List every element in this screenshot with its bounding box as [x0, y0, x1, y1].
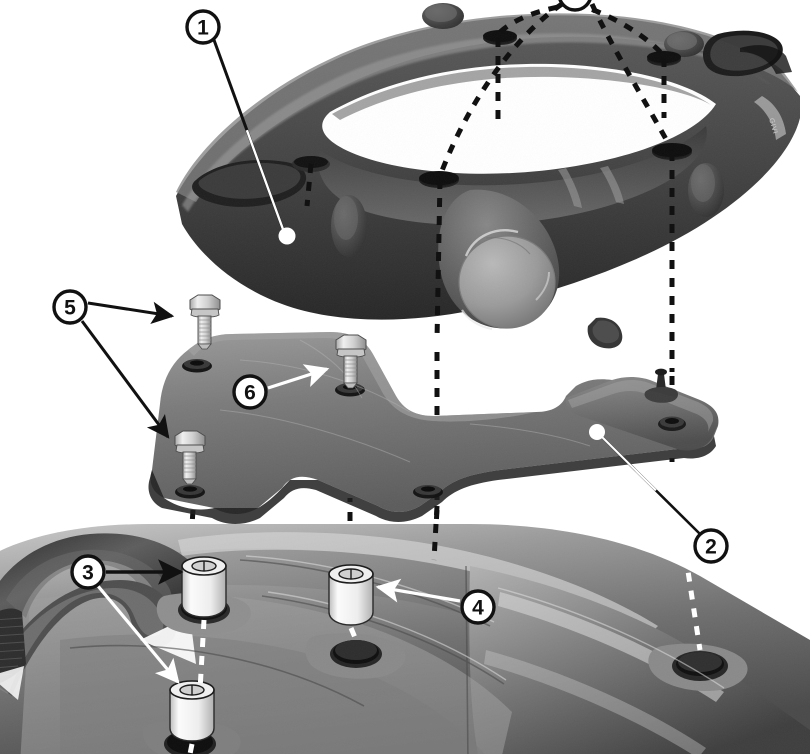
callout-balloon-cropped-top [558, 0, 592, 12]
hex-flange-bolt-lower-left [174, 430, 206, 485]
leader-callout-2 [589, 424, 701, 535]
part-top-case-rack-plate: GIVI [176, 3, 800, 349]
rack-underside-lug [587, 317, 623, 349]
spacer-bush-centre [328, 564, 374, 626]
leader-callout-1 [212, 39, 296, 245]
assembly-alignment-lines-spacers [187, 465, 703, 754]
part-spacer-bushes [169, 556, 374, 742]
part-hex-flange-bolts [174, 294, 367, 485]
leader-callout-5 [80, 301, 175, 439]
callout-balloon-1[interactable]: 1 [185, 9, 221, 45]
leader-callout-3 [96, 559, 184, 684]
part-support-bracket [148, 332, 719, 524]
callout-balloon-5[interactable]: 5 [52, 289, 88, 325]
callout-balloon-2[interactable]: 2 [693, 528, 729, 564]
hex-flange-bolt-centre [335, 334, 367, 389]
leader-callout-6 [267, 364, 330, 390]
callout-balloon-6[interactable]: 6 [232, 374, 268, 410]
spacer-bush-lower-left [169, 680, 215, 742]
callout-balloon-4[interactable]: 4 [460, 589, 496, 625]
callout-balloon-3[interactable]: 3 [70, 554, 106, 590]
leader-callout-4 [375, 578, 461, 603]
hex-flange-bolt-upper-left [189, 294, 221, 350]
spacer-bush-upper-left [181, 556, 227, 618]
